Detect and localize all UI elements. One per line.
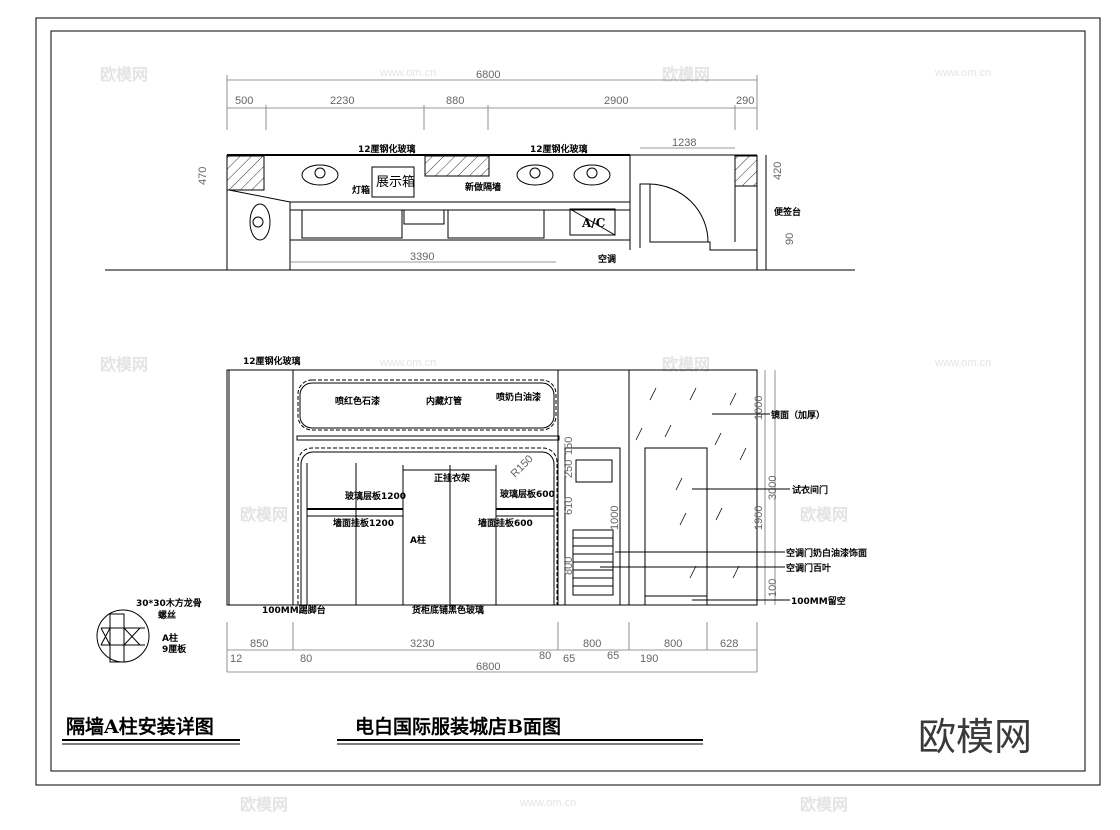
dim: 65 bbox=[563, 653, 575, 665]
ac-unit-label: A/C bbox=[581, 216, 605, 230]
label: A柱 bbox=[162, 632, 178, 644]
dim: 290 bbox=[736, 95, 754, 107]
label-glass: 12厘钢化玻璃 bbox=[530, 143, 588, 155]
dim: 12 bbox=[230, 653, 242, 665]
dim: 800 bbox=[664, 638, 682, 650]
dim: 800 bbox=[563, 557, 575, 575]
watermark-url: www.om.cn bbox=[934, 67, 991, 79]
label: 内藏灯管 bbox=[426, 395, 462, 407]
dim: 800 bbox=[583, 638, 601, 650]
mirror-hatch bbox=[635, 387, 747, 579]
dim: 80 bbox=[539, 650, 551, 662]
label: A柱 bbox=[410, 534, 426, 546]
label: 玻璃层板1200 bbox=[345, 490, 406, 502]
fitting-room-door bbox=[644, 447, 708, 606]
ac-louver bbox=[572, 529, 614, 596]
watermark: 欧模网 bbox=[662, 355, 710, 374]
watermarks: 欧模网 欧模网 欧模网 欧模网 欧模网 欧模网 欧模网 欧模网 www.om.c… bbox=[100, 65, 991, 814]
watermark: 欧模网 bbox=[800, 505, 848, 524]
label: 墙面挂板1200 bbox=[333, 517, 394, 529]
label-counter: 便签台 bbox=[774, 206, 801, 218]
label: 喷红色石漆 bbox=[335, 395, 380, 407]
dim: 65 bbox=[607, 650, 619, 662]
dim: 500 bbox=[235, 95, 253, 107]
watermark: 欧模网 bbox=[800, 795, 848, 814]
dim: 1000 bbox=[609, 506, 621, 530]
dim: 420 bbox=[772, 162, 784, 180]
watermark-url: www.om.cn bbox=[519, 797, 576, 809]
dim: 250 bbox=[563, 460, 575, 478]
dim: 2230 bbox=[330, 95, 354, 107]
outer-border bbox=[35, 17, 1101, 786]
dim: 3000 bbox=[767, 476, 779, 500]
dim-radius: R150 bbox=[509, 453, 536, 480]
mannequin-icon bbox=[301, 164, 339, 186]
brand-logo: 欧模网 bbox=[918, 715, 1032, 759]
label-lightbox: 灯箱 bbox=[352, 184, 370, 196]
dim: 100 bbox=[767, 579, 779, 597]
label: 试衣间门 bbox=[792, 484, 828, 496]
mannequin-icon bbox=[249, 203, 271, 241]
display-box-label: 展示箱 bbox=[376, 174, 415, 190]
watermark: 欧模网 bbox=[662, 65, 710, 84]
label: 9厘板 bbox=[162, 643, 187, 655]
dim: 90 bbox=[784, 233, 796, 245]
dim: 850 bbox=[250, 638, 268, 650]
label: 货柜底铺黑色玻璃 bbox=[412, 604, 484, 616]
dim: 1238 bbox=[672, 137, 696, 149]
dim: 190 bbox=[640, 653, 658, 665]
watermark: 欧模网 bbox=[240, 795, 288, 814]
dim: 3230 bbox=[410, 638, 434, 650]
dim: 1000 bbox=[753, 396, 765, 420]
label-ac: 空调 bbox=[598, 253, 616, 265]
dim: 610 bbox=[563, 497, 575, 515]
label: 100MM踢脚台 bbox=[262, 604, 326, 616]
label: 螺丝 bbox=[158, 609, 176, 621]
watermark-url: www.om.cn bbox=[934, 357, 991, 369]
inner-border bbox=[50, 30, 1086, 772]
dim: 150 bbox=[563, 437, 575, 455]
ac-vent-grille bbox=[575, 459, 613, 483]
elevation-view: 1000 3000 1900 100 150 250 610 1000 800 … bbox=[226, 355, 867, 673]
label-glass: 12厘钢化玻璃 bbox=[243, 355, 301, 367]
mannequin-icon bbox=[573, 164, 611, 186]
dim: 80 bbox=[300, 653, 312, 665]
label: 空调门百叶 bbox=[786, 562, 831, 574]
label: 喷奶白油漆 bbox=[496, 391, 541, 403]
dim: 1900 bbox=[753, 506, 765, 530]
label: 玻璃层板600 bbox=[500, 488, 555, 500]
watermark-url: www.om.cn bbox=[379, 67, 436, 79]
watermark: 欧模网 bbox=[100, 355, 148, 374]
label-new-wall: 新做隔墙 bbox=[465, 181, 501, 193]
elevation-title: 电白国际服装城店B面图 bbox=[355, 715, 561, 738]
label: 镜面（加厚） bbox=[771, 409, 825, 421]
plan-view: 6800 500 2230 880 2900 290 470 展示箱 A/C 1… bbox=[105, 69, 855, 271]
dim: 3390 bbox=[410, 251, 434, 263]
dim: 880 bbox=[446, 95, 464, 107]
label: 100MM留空 bbox=[791, 595, 846, 607]
mannequin-icon bbox=[516, 164, 554, 186]
label: 30*30木方龙骨 bbox=[136, 597, 202, 609]
watermark: 欧模网 bbox=[100, 65, 148, 84]
dim-total: 6800 bbox=[476, 69, 500, 81]
dim: 470 bbox=[197, 167, 209, 185]
label: 墙面挂板600 bbox=[478, 517, 533, 529]
label: 正挂衣架 bbox=[434, 472, 470, 484]
dim: 628 bbox=[720, 638, 738, 650]
label-glass: 12厘钢化玻璃 bbox=[358, 143, 416, 155]
dim: 2900 bbox=[604, 95, 628, 107]
dim-total: 6800 bbox=[476, 661, 500, 673]
watermark: 欧模网 bbox=[240, 505, 288, 524]
detail-title: 隔墙A柱安装详图 bbox=[66, 715, 214, 738]
watermark-url: www.om.cn bbox=[379, 357, 436, 369]
label: 空调门奶白油漆饰面 bbox=[786, 547, 867, 559]
pillar-detail: 30*30木方龙骨 螺丝 A柱 9厘板 bbox=[96, 597, 202, 663]
